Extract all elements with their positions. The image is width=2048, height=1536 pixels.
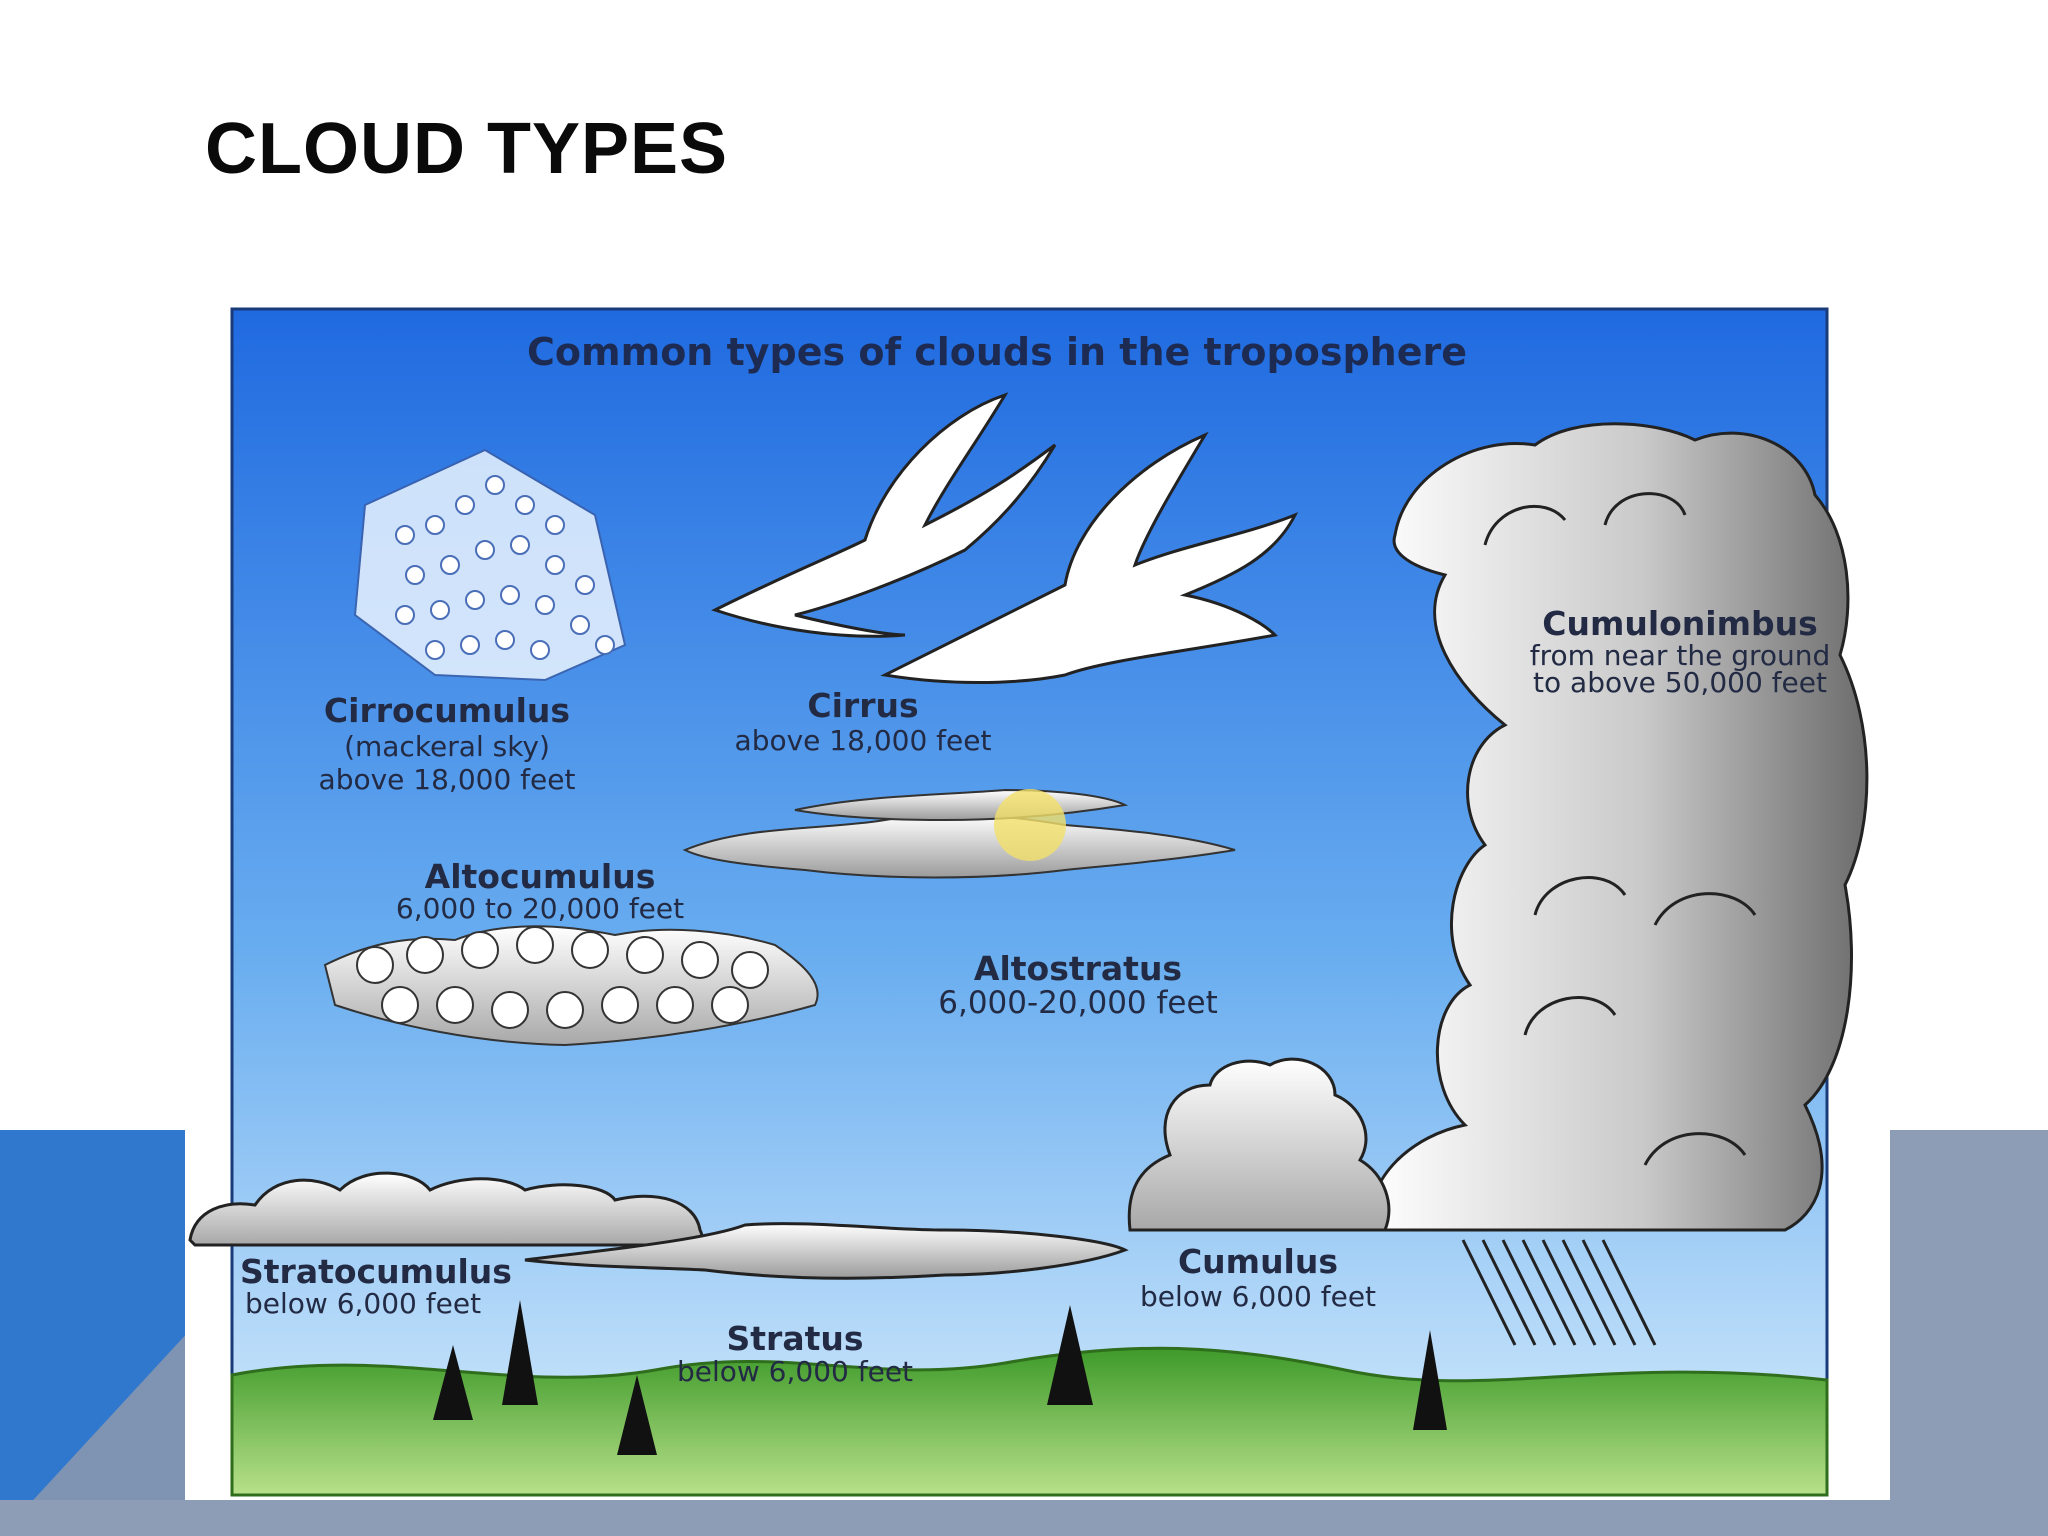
stratocumulus-altitude: below 6,000 feet (245, 1287, 481, 1320)
cirrocumulus-label: Cirrocumulus (324, 691, 570, 730)
cumulus-cloud (1127, 1057, 1391, 1232)
altostratus-label: Altostratus (974, 949, 1182, 988)
cumulus-label: Cumulus (1178, 1242, 1338, 1281)
stratus-cloud (524, 1222, 1129, 1280)
rain-lines (1461, 1239, 1657, 1346)
diagram-heading: Common types of clouds in the tropospher… (527, 330, 1467, 374)
stratus-label: Stratus (727, 1319, 864, 1358)
sun-icon (994, 789, 1066, 861)
cirrocumulus-cloud (353, 448, 627, 682)
stratus-altitude: below 6,000 feet (677, 1355, 913, 1388)
cirrocumulus-alias: (mackeral sky) (344, 730, 550, 763)
cirrus-label: Cirrus (807, 686, 918, 725)
cirrus-altitude: above 18,000 feet (735, 724, 992, 757)
cloud-diagram: Common types of clouds in the tropospher… (188, 307, 1869, 1497)
cirrocumulus-altitude: above 18,000 feet (319, 763, 576, 796)
cumulus-altitude: below 6,000 feet (1140, 1280, 1376, 1313)
cumulonimbus-cloud (1368, 422, 1869, 1346)
altostratus-cloud (682, 788, 1236, 879)
altocumulus-altitude: 6,000 to 20,000 feet (396, 892, 684, 925)
cumulonimbus-label: Cumulonimbus (1542, 604, 1818, 643)
stratocumulus-cloud (188, 1171, 704, 1247)
trees (433, 1300, 1447, 1455)
cumulonimbus-altitude-line2: to above 50,000 feet (1533, 666, 1827, 699)
altocumulus-label: Altocumulus (425, 857, 656, 896)
slide-title: CLOUD TYPES (205, 109, 729, 189)
cirrus-cloud (711, 392, 1299, 684)
stratocumulus-label: Stratocumulus (240, 1252, 512, 1291)
cumulonimbus-altitude-line1: from near the ground (1530, 639, 1831, 672)
altostratus-altitude: 6,000-20,000 feet (938, 985, 1217, 1021)
altocumulus-cloud (323, 925, 819, 1047)
decor-right-slate-block (1890, 1130, 2048, 1536)
decor-bottom-slate-band (0, 1500, 2048, 1536)
cloud-diagram-image: Common types of clouds in the tropospher… (185, 305, 1890, 1500)
